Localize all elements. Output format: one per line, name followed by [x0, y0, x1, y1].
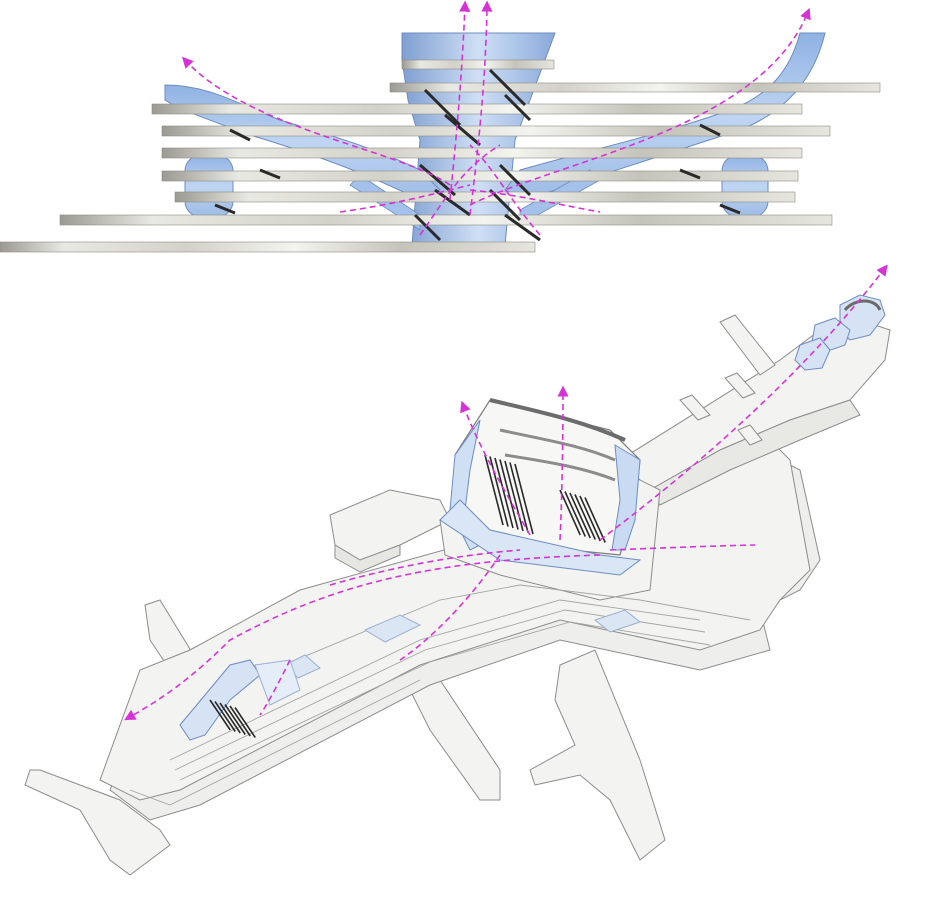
axon-circulation-arrows: [124, 264, 888, 721]
axon-leg-center: [409, 679, 501, 801]
atrium-glass: [439, 499, 642, 576]
axon-skylight: [363, 614, 422, 643]
escalator-icon: [498, 163, 532, 197]
atrium-ring: [499, 428, 616, 462]
arrow-path: [419, 144, 501, 236]
floor-slab: [161, 125, 831, 137]
arrow-path: [259, 659, 291, 716]
escalator-icon: [699, 123, 721, 137]
escalator-icon: [484, 454, 504, 526]
arrow-path: [399, 554, 501, 661]
axon-escalators: [209, 454, 606, 738]
axonometric-view: [24, 264, 891, 876]
escalator-icon: [219, 702, 241, 734]
escalator-icon: [214, 203, 236, 215]
escalator-icon: [488, 68, 527, 107]
section-view: [0, 0, 881, 253]
ribbon-loop: [179, 659, 261, 741]
arrow-path: [557, 385, 569, 541]
escalator-icon: [574, 494, 596, 540]
arrow-path: [469, 7, 811, 206]
arrow-path: [599, 264, 888, 541]
escalator-icon: [569, 492, 591, 539]
escalator-icon: [579, 495, 601, 542]
axon-fin: [679, 394, 711, 421]
floor-slab: [161, 170, 799, 182]
axon-atrium: [439, 398, 642, 576]
escalator-icon: [423, 88, 462, 127]
escalator-icon: [503, 93, 532, 122]
floor-slab: [161, 147, 803, 159]
atrium-ring: [504, 453, 616, 482]
escalator-icon: [488, 188, 522, 222]
escalator-icon: [434, 188, 471, 217]
section-escalators: [214, 68, 741, 242]
escalator-icon: [444, 113, 481, 147]
escalator-icon: [679, 168, 701, 180]
escalator-icon: [413, 213, 442, 242]
axon-east-arm-edge: [649, 399, 861, 506]
escalator-icon: [719, 203, 741, 215]
escalator-icon: [584, 497, 606, 543]
axon-sw-ribbon: [179, 659, 301, 741]
axon-leg-right: [529, 649, 666, 861]
axon-ne-spur: [719, 314, 776, 376]
axon-nw-wing-edge: [334, 544, 401, 573]
atrium-ring: [489, 398, 626, 442]
floor-slabs: [0, 59, 881, 253]
escalator-icon: [234, 707, 256, 738]
floor-slab: [0, 241, 536, 253]
escalator-icon: [514, 463, 534, 535]
arrow-path: [329, 549, 521, 586]
arrow-path: [124, 554, 601, 721]
escalator-icon: [499, 459, 519, 530]
escalator-icon: [564, 491, 586, 537]
arrow-path: [460, 400, 531, 536]
arrow-path: [609, 544, 756, 551]
escalator-icon: [504, 213, 541, 242]
axon-fin: [724, 372, 756, 399]
ribbon-loop: [843, 299, 882, 312]
floor-slab: [174, 191, 796, 203]
ribbon-loop: [254, 659, 301, 706]
floor-slab: [151, 103, 803, 115]
escalator-icon: [214, 701, 236, 732]
floor-slab: [59, 214, 833, 226]
escalator-icon: [559, 489, 581, 536]
escalator-icon: [259, 168, 281, 180]
escalator-icon: [494, 457, 514, 529]
section-circulation-arrows: [181, 0, 811, 236]
arrow-path: [469, 144, 541, 236]
escalator-icon: [229, 128, 251, 142]
escalator-icon: [504, 460, 524, 532]
axon-leg-left-outer: [24, 769, 171, 876]
escalator-icon: [224, 704, 246, 735]
axon-fin: [737, 424, 763, 446]
floor-slab: [401, 59, 555, 70]
axon-skylight: [593, 609, 642, 633]
escalator-icon: [509, 462, 529, 533]
glass-pod-left: [184, 154, 234, 218]
escalator-icon: [229, 705, 251, 737]
escalator-icon: [209, 699, 231, 731]
escalator-icon: [489, 456, 509, 527]
floor-slab: [389, 82, 881, 93]
